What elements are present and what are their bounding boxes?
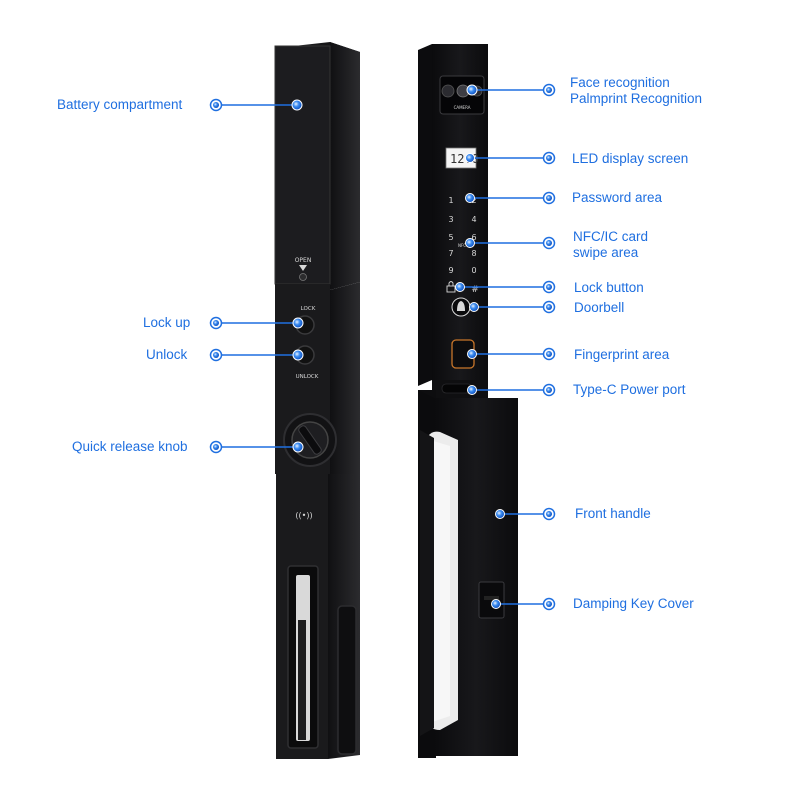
callout-dot-icon (542, 280, 556, 294)
open-label: OPEN (295, 257, 312, 264)
callout-type-c-power-port: Type-C Power port (573, 382, 686, 397)
key-4[interactable]: 4 (471, 215, 476, 224)
callout-nfc-card-line2: swipe area (573, 245, 639, 260)
callout-doorbell: Doorbell (574, 300, 625, 315)
right-lock-body: CAMERA 12:0 1 2 3 4 5 6 7 8 9 0 # NFC (418, 44, 518, 758)
callout-front-handle: Front handle (575, 506, 651, 521)
callout-dot-icon (209, 440, 223, 454)
callout-lock-up: Lock up (143, 315, 191, 330)
callout-dot-icon (209, 98, 223, 112)
key-3[interactable]: 3 (448, 215, 453, 224)
callout-dot-icon (542, 507, 556, 521)
callout-dot-icon (495, 509, 505, 519)
callout-palmprint-recognition: Palmprint Recognition (570, 91, 703, 106)
callout-dot-icon (542, 236, 556, 250)
callout-dot-icon (292, 349, 304, 361)
callout-led-display-screen: LED display screen (572, 151, 689, 166)
camera-label: CAMERA (454, 105, 471, 110)
callout-unlock: Unlock (146, 347, 188, 362)
callout-dot-icon (469, 302, 479, 312)
key-1[interactable]: 1 (448, 196, 453, 205)
lock-key-icon[interactable] (446, 285, 456, 293)
key-5[interactable]: 5 (448, 233, 453, 242)
callout-dot-icon (542, 191, 556, 205)
side-handle-grip (337, 605, 357, 755)
callout-dot-icon (491, 599, 501, 609)
callout-dot-icon (467, 349, 477, 359)
callout-dot-icon (292, 441, 304, 453)
callout-dot-icon (542, 347, 556, 361)
key-0[interactable]: 0 (471, 266, 476, 275)
key-7[interactable]: 7 (448, 249, 453, 258)
left-lock-body: OPEN LOCK UNLOCK ((•)) (274, 42, 360, 759)
camera-lens-icon (441, 84, 455, 98)
key-hash[interactable]: # (471, 285, 479, 295)
callout-dot-icon (466, 84, 478, 96)
callout-dot-icon (455, 282, 465, 292)
nfc-symbol-icon: ((•)) (295, 511, 312, 520)
callout-lock-button: Lock button (574, 280, 644, 295)
battery-panel (274, 45, 331, 285)
callout-dot-icon (465, 153, 475, 163)
key-8[interactable]: 8 (471, 249, 476, 258)
key-9[interactable]: 9 (448, 266, 453, 275)
callout-dot-icon (209, 316, 223, 330)
callout-password-area: Password area (572, 190, 663, 205)
screw-icon (299, 273, 307, 281)
callout-dots (209, 83, 556, 611)
callout-dot-icon (292, 317, 304, 329)
callout-dot-icon (465, 238, 475, 248)
callout-dot-icon (542, 597, 556, 611)
callout-dot-icon (542, 151, 556, 165)
callout-dot-icon (467, 385, 477, 395)
callout-face-recognition: Face recognition (570, 75, 670, 90)
callout-battery-compartment: Battery compartment (57, 97, 183, 112)
callout-dot-icon (209, 348, 223, 362)
callout-damping-key-cover: Damping Key Cover (573, 596, 694, 611)
callout-nfc-card-line1: NFC/IC card (573, 229, 649, 244)
callout-dot-icon (542, 300, 556, 314)
bell-icon (457, 301, 465, 311)
callout-dot-icon (542, 83, 556, 97)
unlock-label: UNLOCK (296, 374, 319, 380)
callout-dot-icon (465, 193, 475, 203)
callout-dot-icon (542, 383, 556, 397)
callout-fingerprint-area: Fingerprint area (574, 347, 670, 362)
nfc-label: NFC (458, 243, 466, 248)
key-6[interactable]: 6 (471, 233, 476, 242)
callout-quick-release-knob: Quick release knob (72, 439, 188, 454)
callout-lines (216, 89, 548, 605)
front-panel (432, 44, 488, 380)
lock-label: LOCK (301, 306, 316, 312)
open-arrow-icon (299, 265, 307, 271)
callout-dot-icon (291, 99, 303, 111)
